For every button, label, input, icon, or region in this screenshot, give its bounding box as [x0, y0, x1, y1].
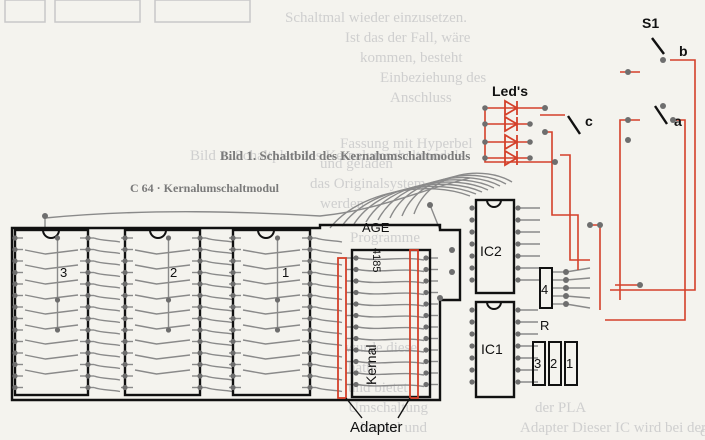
kernal-label: Kernal	[363, 345, 379, 385]
chip-3: 3	[13, 228, 90, 397]
ic1-chip: IC1	[474, 300, 516, 399]
bg-line-19: die	[700, 424, 705, 440]
chip-3-label: 3	[60, 265, 67, 280]
resistor-2-label: 2	[550, 356, 557, 371]
top-left-boxes	[4, 0, 251, 23]
bg-line-8: das Originalsystem	[310, 176, 426, 192]
ic2-chip: IC2	[474, 198, 516, 295]
switch-b-label: b	[679, 43, 688, 59]
bg-line-10: Programme	[350, 230, 420, 246]
bg-line-15: Umschaltung	[348, 400, 428, 416]
age-label: AGE	[362, 220, 390, 235]
switch-a-label: a	[674, 113, 682, 129]
figure-caption: Bild 1. Schaltbild des Kernalumschaltmod…	[220, 148, 470, 163]
resistor-group-label: R	[540, 318, 549, 333]
board-outline	[10, 223, 462, 402]
bg-line-2: Ist das der Fall, wäre	[345, 30, 471, 46]
bg-line-6: Fassung mit Hyperbel	[340, 136, 473, 152]
bg-line-3: kommen, besteht	[360, 50, 463, 66]
ic2-label: IC2	[480, 243, 502, 259]
switch-s1: S1 b a c	[567, 15, 688, 135]
resistor-1: 1	[564, 341, 578, 386]
kernal-socket: Kernal AGE 4185	[350, 220, 432, 399]
chip-2-label: 2	[170, 265, 177, 280]
chip-2: 2	[123, 228, 202, 397]
bg-line-4: Einbeziehung des	[380, 70, 486, 86]
bg-line-18: Adapter Dieser IC wird bei der	[520, 420, 705, 436]
bg-line-7: und geladen	[320, 156, 393, 172]
resistor-3: 3	[532, 341, 546, 386]
board-traces	[11, 172, 591, 393]
bg-line-14: und bietet	[348, 380, 408, 396]
resistor-3-label: 3	[534, 356, 541, 371]
resistor-1-label: 1	[566, 356, 573, 371]
adapter-callout: Adapter	[345, 397, 411, 436]
solder-pads	[12, 57, 676, 391]
led-array: Led's	[492, 83, 528, 167]
ic1-label: IC1	[481, 341, 503, 357]
bg-line-17: der PLA	[535, 400, 586, 416]
background-text: Schaltmal wieder einzusetzen. Ist das de…	[190, 10, 705, 440]
chip-1-label: 1	[282, 265, 289, 280]
bg-line-12: wurde diese	[345, 340, 417, 356]
code-label: 4185	[370, 248, 382, 272]
switch-c-label: c	[585, 113, 593, 129]
resistor-2: 2	[548, 341, 562, 386]
chip-1: 1	[231, 228, 312, 397]
leds-label: Led's	[492, 83, 528, 99]
bg-line-16: Kernal und	[360, 420, 428, 436]
bg-line-11: Bild 1. Schaltplan des Kernalumschaltmod…	[190, 148, 465, 164]
resistor-4-label: 4	[541, 282, 548, 297]
switch-label: S1	[642, 15, 659, 31]
resistor-4: 4	[539, 267, 553, 309]
bg-line-5: Anschluss	[390, 90, 452, 106]
adapter-label: Adapter	[350, 419, 403, 436]
adapter-strips	[337, 249, 419, 399]
module-title: C 64 · Kernalumschaltmodul	[130, 181, 280, 195]
bg-line-1: Schaltmal wieder einzusetzen.	[285, 10, 467, 26]
